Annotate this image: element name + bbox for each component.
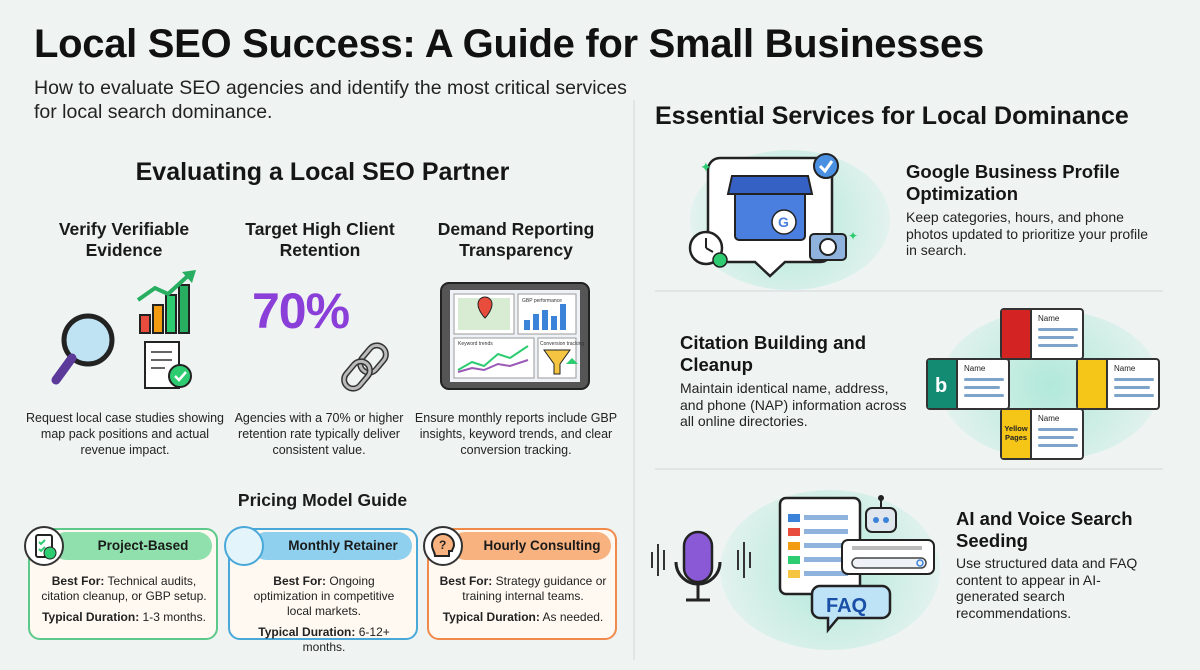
project-based-label: Project-Based <box>52 532 212 560</box>
service-divider-1 <box>655 290 1163 292</box>
retention-stat: 70% <box>252 283 350 339</box>
pricing-card-retainer: Monthly Retainer Best For: Ongoing optim… <box>224 526 418 654</box>
reporting-title: Demand Reporting Transparency <box>437 219 595 260</box>
ai-voice-service-desc: Use structured data and FAQ content to a… <box>956 555 1138 621</box>
pricing-card-project: Project-Based Best For: Technical audits… <box>24 526 218 640</box>
magnifier-icon <box>51 313 115 385</box>
best-for-label: Best For: <box>439 574 493 588</box>
bing-icon: b <box>928 360 958 408</box>
pricing-heading: Pricing Model Guide <box>237 490 408 510</box>
growth-chart-icon <box>136 270 196 334</box>
gbp-service-title: Google Business Profile Optimization <box>906 161 1120 204</box>
column-divider <box>633 100 635 660</box>
retention-desc: Agencies with a 70% or higher retention … <box>234 411 404 457</box>
conversion-panel-label: Conversion tracking <box>540 341 584 347</box>
hourly-consulting-label: Hourly Consulting <box>451 532 611 560</box>
duration-label: Typical Duration: <box>258 625 356 639</box>
retainer-best: Ongoing optimization in competitive loca… <box>253 574 395 618</box>
search-bubble <box>841 539 935 575</box>
google-business-profile-illustration: G ✦ ✦ <box>688 153 858 278</box>
keyword-panel-label: Keyword trends <box>458 341 493 347</box>
page-subtitle: How to evaluate SEO agencies and identif… <box>34 77 627 123</box>
svg-text:b: b <box>935 375 947 397</box>
yelp-icon <box>1002 310 1032 358</box>
gbp-service-desc: Keep categories, hours, and phone photos… <box>906 209 1149 258</box>
report-dashboard-illustration: GBP performance Keyword trends Conversio… <box>440 282 590 390</box>
svg-text:?: ? <box>439 538 446 552</box>
evaluation-heading: Evaluating a Local SEO Partner <box>135 158 510 186</box>
robot-icon <box>865 495 897 533</box>
page-title: Local SEO Success: A Guide for Small Bus… <box>34 22 984 66</box>
best-for-label: Best For: <box>51 574 105 588</box>
citation-service-desc: Maintain identical name, address, and ph… <box>680 380 907 429</box>
svg-text:✦: ✦ <box>700 159 712 175</box>
head-question-icon: ? <box>423 526 463 566</box>
best-for-label: Best For: <box>273 574 326 588</box>
evidence-title: Verify Verifiable Evidence <box>58 219 190 260</box>
chain-link-icon <box>341 342 389 392</box>
yellow-pages-citation-card: Yellow Pages Name <box>1000 408 1084 460</box>
retainer-duration: 6-12+ months. <box>302 625 390 654</box>
duration-label: Typical Duration: <box>442 610 540 624</box>
bing-citation-card: b Name <box>926 358 1010 410</box>
sound-wave-icon <box>651 542 751 578</box>
yelp-citation-card: Name <box>1000 308 1084 360</box>
services-heading: Essential Services for Local Dominance <box>655 102 1129 130</box>
microphone-icon <box>674 530 722 602</box>
g-letter: G <box>778 214 789 230</box>
citation-service-title: Citation Building and Cleanup <box>680 332 867 375</box>
project-best: Technical audits, citation cleanup, or G… <box>41 574 207 603</box>
ai-voice-illustration: FAQ <box>651 495 935 634</box>
monthly-retainer-label: Monthly Retainer <box>252 532 412 560</box>
hourly-best: Strategy guidance or training internal t… <box>462 574 607 603</box>
clipboard-check-icon <box>24 526 64 566</box>
yellow-directory-citation-card: Name <box>1076 358 1160 410</box>
evidence-illustration <box>51 270 196 389</box>
service-divider-2 <box>655 468 1163 470</box>
duration-label: Typical Duration: <box>42 610 140 624</box>
faq-bubble <box>810 584 892 634</box>
gbp-panel-label: GBP performance <box>522 298 562 304</box>
evidence-desc: Request local case studies showing map p… <box>25 411 225 457</box>
retainer-badge-icon <box>224 526 264 566</box>
project-duration: 1-3 months. <box>142 610 206 624</box>
retention-title: Target High Client Retention <box>245 219 395 260</box>
document-check-icon <box>144 341 192 389</box>
hourly-duration: As needed. <box>542 610 604 624</box>
ai-voice-service-title: AI and Voice Search Seeding <box>956 508 1133 551</box>
pricing-card-hourly: ? Hourly Consulting Best For: Strategy g… <box>423 526 617 640</box>
svg-text:✦: ✦ <box>848 229 858 243</box>
walking-fingers-icon <box>1078 360 1108 408</box>
yellow-pages-logo: Yellow Pages <box>1002 410 1032 458</box>
faq-text: FAQ <box>826 595 867 617</box>
reporting-desc: Ensure monthly reports include GBP insig… <box>414 411 618 457</box>
